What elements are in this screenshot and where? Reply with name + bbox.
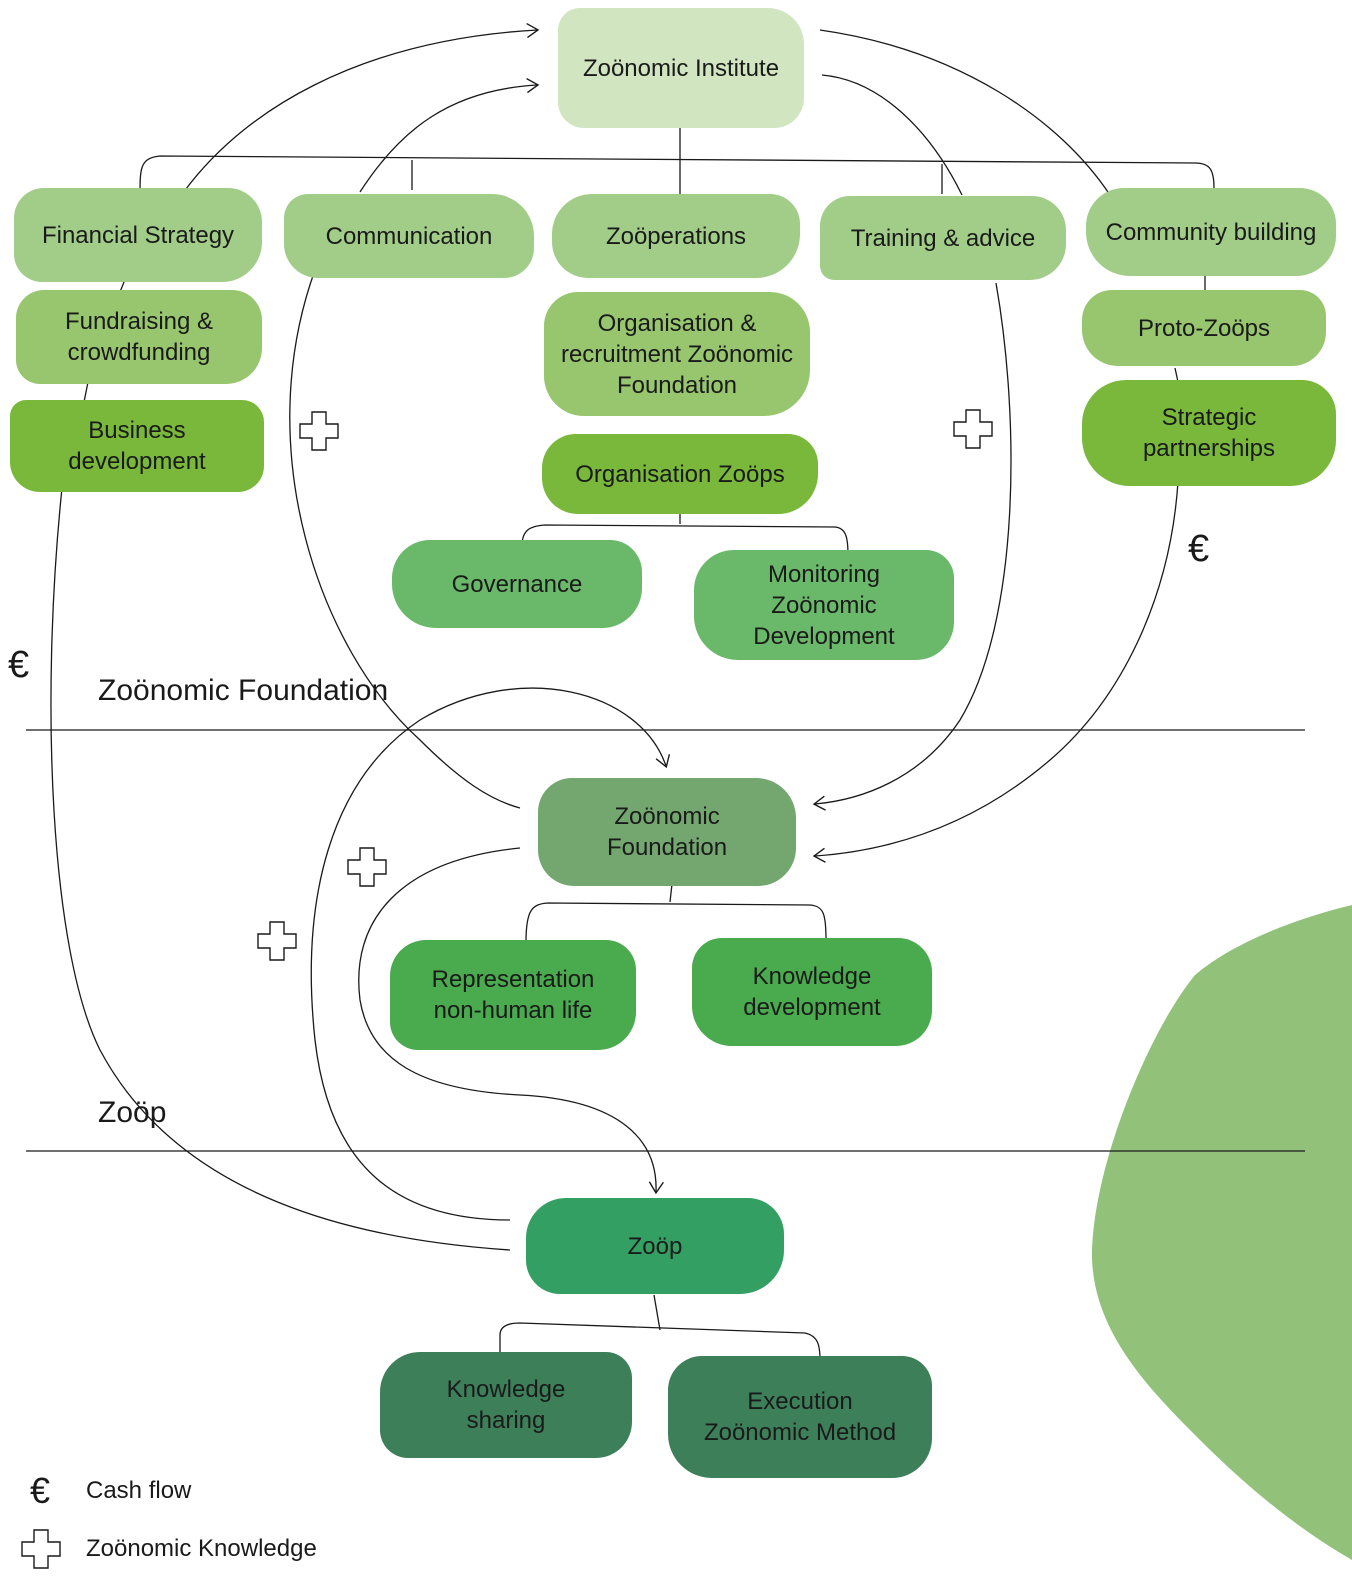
euro-glyph: € (8, 644, 30, 686)
node-label: Communication (325, 222, 493, 250)
node-label: Organisation Zoöps (575, 460, 785, 488)
node-zoop: Zoöp (526, 1198, 784, 1294)
curve-communication-to-foundation (289, 269, 521, 809)
node-label: Zoöp (627, 1232, 683, 1260)
link-institute-to-training (821, 74, 963, 196)
node-label: Training & advice (850, 224, 1036, 252)
node-governance: Governance (392, 540, 642, 628)
node-proto-zoops: Proto-Zoöps (1082, 290, 1326, 366)
euro-icon: € (16, 1470, 64, 1512)
curve-business-to-zoop (50, 487, 511, 1251)
arrow-foundation-to-zoop (358, 847, 664, 1195)
node-strategic-partnerships: Strategic partnerships (1082, 380, 1336, 486)
arrow-communication-to-institute (359, 77, 540, 193)
node-label: Governance (451, 570, 583, 598)
plus-outline-icon (257, 921, 297, 961)
node-label: Zoönomic Institute (582, 54, 780, 82)
node-community-building: Community building (1086, 188, 1336, 276)
node-knowledge-sharing: Knowledge sharing (380, 1352, 632, 1458)
section-label-zoop: Zoöp (98, 1096, 166, 1130)
node-zoonomic-institute: Zoönomic Institute (558, 8, 804, 128)
node-label: Zoönomic Foundation (606, 803, 728, 861)
node-representation-non-human-life: Representation non-human life (390, 940, 636, 1050)
node-organisation-zoops: Organisation Zoöps (542, 434, 818, 514)
legend-cash-flow: € Cash flow (16, 1470, 191, 1512)
link-proto-strategic (1174, 367, 1179, 383)
plus-outline-icon (953, 409, 993, 449)
node-label: Monitoring Zoönomic Development (753, 560, 895, 650)
euro-icon: € (1188, 528, 1209, 571)
link-fundraising-business (83, 381, 89, 403)
node-training-advice: Training & advice (820, 196, 1066, 280)
node-fundraising: Fundraising & crowdfunding (16, 290, 262, 384)
tree-orgzoops-bar (521, 524, 849, 556)
plus-outline-icon (347, 847, 387, 887)
plus-outline-icon (299, 411, 339, 451)
node-business-development: Business development (10, 400, 264, 492)
node-label: Execution Zoönomic Method (703, 1388, 897, 1446)
node-monitoring-development: Monitoring Zoönomic Development (694, 550, 954, 660)
tree-level1-bar (139, 155, 1215, 197)
node-label: Representation non-human life (431, 966, 595, 1024)
arrow-training-to-foundation (812, 282, 1012, 811)
node-zoonomic-foundation: Zoönomic Foundation (538, 778, 796, 886)
node-knowledge-development: Knowledge development (692, 938, 932, 1046)
node-label: Business development (68, 417, 206, 475)
decorative-shape (1091, 905, 1352, 1560)
legend-zoonomic-knowledge: Zoönomic Knowledge (20, 1528, 317, 1570)
node-label: Financial Strategy (41, 221, 235, 249)
section-label-text: Zoönomic Foundation (98, 674, 389, 707)
euro-glyph: € (1188, 528, 1210, 570)
plus-outline-icon (21, 1529, 61, 1569)
node-label: Organisation & recruitment Zoönomic Foun… (560, 309, 794, 399)
legend-label: Zoönomic Knowledge (86, 1535, 317, 1562)
arrow-zoop-to-foundation (310, 687, 671, 1221)
tree-foundation-stem (669, 883, 673, 903)
node-label: Community building (1105, 218, 1317, 246)
node-label: Knowledge sharing (446, 1376, 566, 1434)
node-financial-strategy: Financial Strategy (14, 188, 262, 282)
node-organisation-recruitment: Organisation & recruitment Zoönomic Foun… (544, 292, 810, 416)
section-label-text: Zoöp (98, 1096, 167, 1129)
arrow-strategic-to-foundation (812, 481, 1179, 863)
node-communication: Communication (284, 194, 534, 278)
tree-zoop-bar (499, 1322, 821, 1362)
euro-glyph: € (29, 1470, 51, 1511)
node-label: Knowledge development (743, 963, 881, 1021)
tree-foundation-bar (525, 902, 827, 943)
euro-icon: € (8, 644, 29, 687)
section-label-foundation: Zoönomic Foundation (98, 674, 388, 708)
node-zooperations: Zoöperations (552, 194, 800, 278)
node-execution-zoonomic-method: Execution Zoönomic Method (668, 1356, 932, 1478)
node-label: Proto-Zoöps (1137, 314, 1271, 342)
node-label: Fundraising & crowdfunding (64, 308, 214, 366)
legend-label: Cash flow (86, 1477, 192, 1504)
node-label: Zoöperations (605, 222, 747, 250)
tree-zoop-stem (653, 1294, 661, 1331)
arrow-financial-to-institute (177, 22, 540, 201)
node-label: Strategic partnerships (1142, 404, 1276, 462)
link-institute-to-community (819, 29, 1111, 196)
